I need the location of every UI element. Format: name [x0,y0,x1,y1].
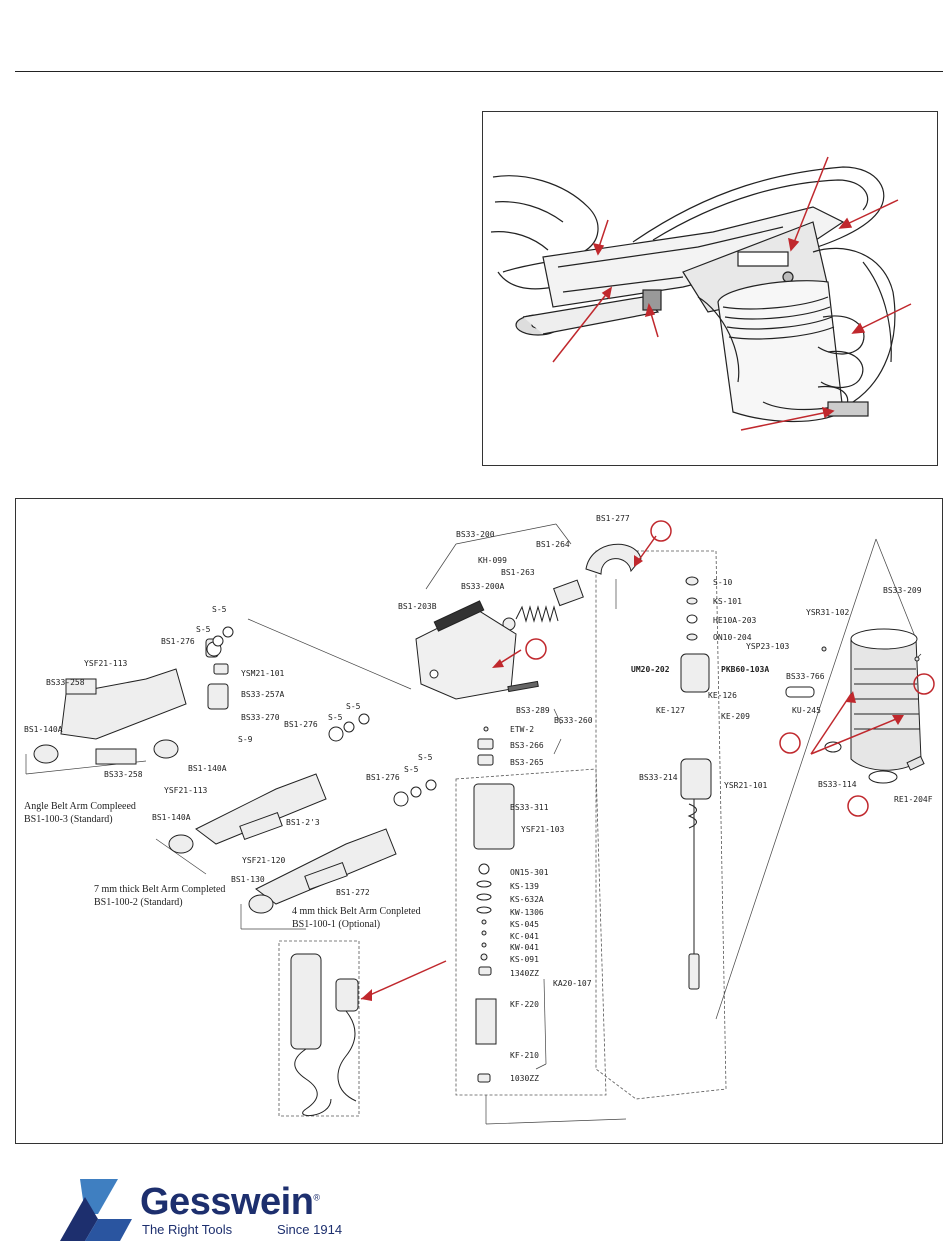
part-label: BS1-264 [536,540,570,549]
caption-angle-arm-part: BS1-100-3 (Standard) [24,814,113,825]
part-label: HE10A-203 [713,616,757,625]
part-label: KS-632A [510,895,544,904]
header-rule [15,71,943,72]
part-label: KS-091 [510,955,539,964]
part-label: BS3-265 [510,758,544,767]
part-label: BS1-276 [366,773,400,782]
part-label: BS1-130 [231,875,265,884]
part-label: RE1-204F [894,795,933,804]
part-label: KF-210 [510,1051,539,1060]
part-label: YSM21-101 [241,669,285,678]
part-label: YSR21-101 [724,781,768,790]
part-label: BS33-766 [786,672,825,681]
tool-photo-panel [482,111,938,466]
part-label: BS1-263 [501,568,535,577]
part-label: BS33-270 [241,713,280,722]
part-label: YSR31-102 [806,608,850,617]
part-label: BS3-266 [510,741,544,750]
part-label: KS-101 [713,597,742,606]
callout-circle [525,638,547,660]
part-label: KE-126 [708,691,737,700]
part-label: KE-127 [656,706,685,715]
logo-since: Since 1914 [277,1222,343,1237]
part-label: S-5 [328,713,343,722]
part-label: YSF21-113 [84,659,128,668]
part-label: BS1-276 [284,720,318,729]
caption-4mm-arm: 4 mm thick Belt Arm Conpleted [292,906,421,917]
part-label: BS33-114 [818,780,857,789]
part-label: ETW-2 [510,725,534,734]
part-label: BS33-311 [510,803,549,812]
part-label: BS1-2'3 [286,818,320,827]
part-label: KF-220 [510,1000,539,1009]
exploded-parts-diagram: BS33-200 BS1-277 BS1-264 KH-099 BS1-263 … [15,498,943,1144]
part-label: BS33-257A [241,690,285,699]
part-label: KU-245 [792,706,821,715]
callout-circle [913,673,935,695]
part-label: S-5 [418,753,433,762]
part-label: S-9 [238,735,253,744]
part-label: KE-209 [721,712,750,721]
part-label: ON10-204 [713,633,752,642]
cord-dashed-outline [595,550,727,1100]
part-label: S-5 [196,625,211,634]
part-label: BS33-209 [883,586,922,595]
part-label: BS1-140A [188,764,227,773]
gesswein-logo-mark [60,1179,132,1241]
part-label: BS33-258 [104,770,143,779]
part-label: KS-139 [510,882,539,891]
part-label: KW-041 [510,943,539,952]
callout-circle [847,795,869,817]
part-label: BS1-140A [24,725,63,734]
part-label: YSF21-103 [521,825,565,834]
part-label: YSF21-120 [242,856,286,865]
part-label: PKB60-103A [721,665,769,674]
part-label: BS1-272 [336,888,370,897]
part-label: KH-099 [478,556,507,565]
part-label: UM20-202 [631,665,670,674]
part-label: BS1-276 [161,637,195,646]
part-label: BS1-277 [596,514,630,523]
logo-wordmark: Gesswein® [140,1181,320,1223]
part-label: KC-041 [510,932,539,941]
caption-7mm-arm: 7 mm thick Belt Arm Completed [94,884,225,895]
part-label: BS33-200A [461,582,505,591]
logo-tagline: The Right Tools [142,1222,233,1237]
part-label: KS-045 [510,920,539,929]
caption-angle-arm: Angle Belt Arm Compleeed [24,801,136,812]
caption-4mm-arm-part: BS1-100-1 (Optional) [292,919,380,930]
part-label: S-5 [404,765,419,774]
part-label: BS1-203B [398,602,437,611]
part-label: BS33-258 [46,678,85,687]
part-label: ON15-301 [510,868,549,877]
part-label: BS33-214 [639,773,678,782]
part-label: YSP23-103 [746,642,790,651]
part-label: YSF21-113 [164,786,208,795]
part-label: S-10 [713,578,732,587]
callout-circle [779,732,801,754]
part-label: BS1-140A [152,813,191,822]
part-label: 1340ZZ [510,969,539,978]
part-label: BS3-289 [516,706,550,715]
motor-dashed-outline [455,768,607,1096]
part-label: BS33-200 [456,530,495,539]
part-label: KW-1306 [510,908,544,917]
part-label: 1030ZZ [510,1074,539,1083]
part-label: BS33-260 [554,716,593,725]
tool-in-hand-illustration [490,156,912,431]
gesswein-logo: Gesswein® The Right Tools Since 1914 [60,1175,380,1245]
caption-7mm-arm-part: BS1-100-2 (Standard) [94,897,183,908]
parts-diagram-svg: BS33-200 BS1-277 BS1-264 KH-099 BS1-263 … [24,514,935,1125]
part-label: S-5 [346,702,361,711]
part-label: S-5 [212,605,227,614]
callout-circle [650,520,672,542]
motor-inset-dashed-box [278,940,360,1117]
part-label: KA20-107 [553,979,592,988]
